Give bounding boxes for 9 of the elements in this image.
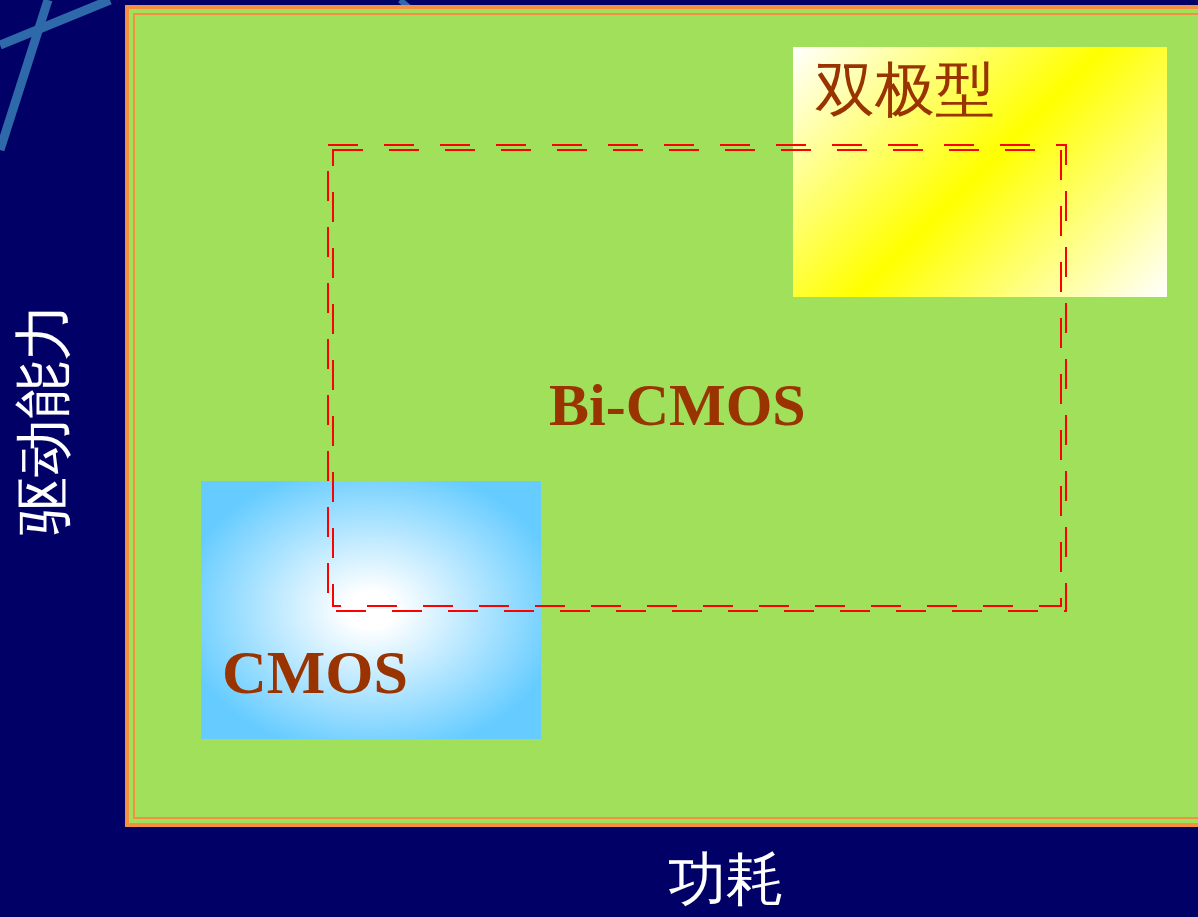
dashed-region bbox=[326, 143, 1068, 613]
region-label: Bi-CMOS bbox=[549, 375, 806, 435]
region-label: CMOS bbox=[222, 641, 408, 703]
bipolar-region bbox=[793, 47, 1167, 297]
chart-panel bbox=[125, 5, 1198, 827]
axis-label: 驱动能力 bbox=[14, 302, 72, 537]
cmos-region bbox=[201, 481, 541, 739]
axis-label: 功耗 bbox=[668, 850, 784, 908]
region-label: 双极型 bbox=[815, 59, 995, 119]
